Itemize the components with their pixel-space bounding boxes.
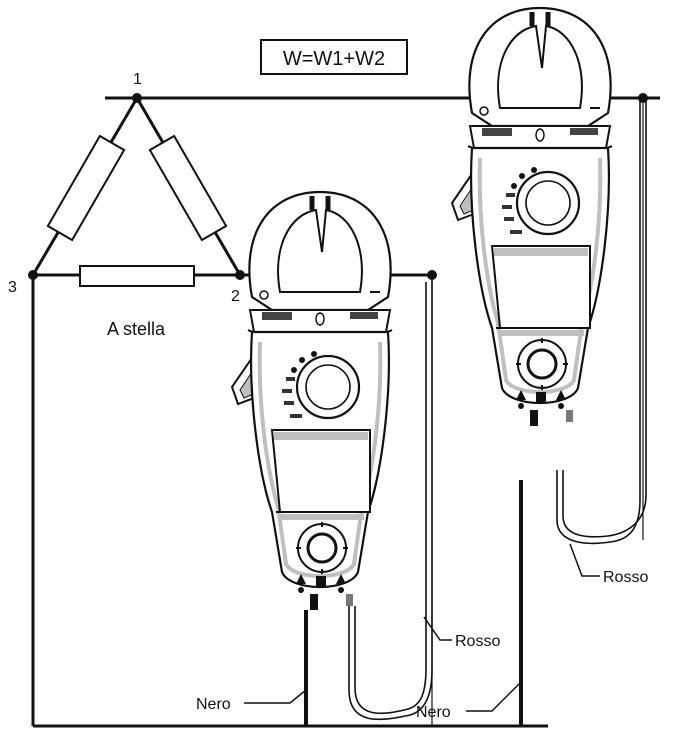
node-label-3: 3 (8, 279, 17, 296)
red-lead-meter1 (348, 280, 433, 721)
formula-text: W=W1+W2 (283, 48, 385, 70)
clamp-meter-icon (452, 8, 612, 426)
clamp-meter-icon (232, 192, 392, 610)
black-wire-label-meter1: Nero (196, 696, 231, 713)
red-wire-label-meter1: Rosso (455, 633, 500, 650)
node-label-2: 2 (231, 288, 240, 305)
resistor-left (46, 134, 126, 242)
formula-box (260, 39, 408, 75)
red-wire-label-meter2: Rosso (603, 569, 648, 586)
label-leaders (244, 543, 600, 712)
star-label: A stella (107, 319, 166, 339)
resistor-bottom (79, 265, 195, 287)
resistor-right (148, 134, 228, 242)
node-label-1: 1 (133, 71, 142, 88)
delta-load (31, 97, 242, 277)
black-wire-label-meter2: Nero (416, 704, 451, 721)
junction-dots (28, 93, 648, 280)
red-lead-meter2 (556, 100, 647, 545)
